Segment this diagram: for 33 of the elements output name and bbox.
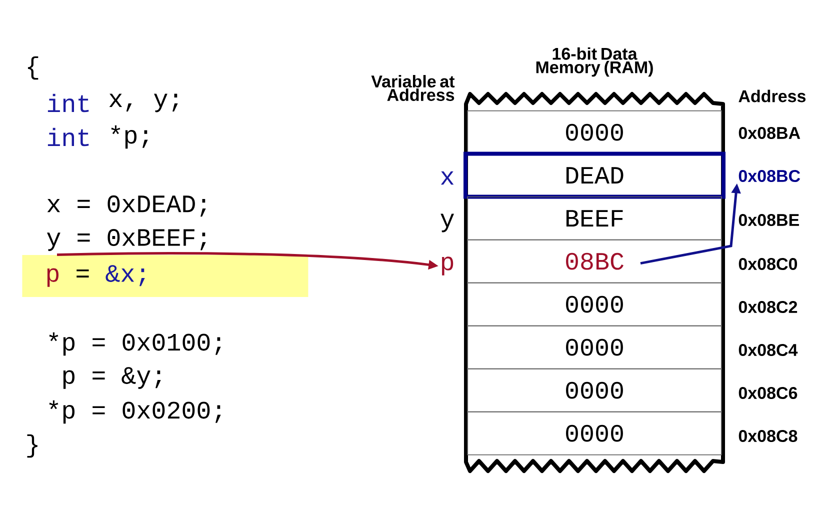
memory-cell: 0000 [467, 282, 722, 326]
code-line: { [28, 56, 38, 80]
address-label: 0x08C6 [738, 386, 798, 400]
address-label: 0x08BA [738, 126, 800, 140]
code-line: p = &y; [63, 367, 161, 389]
code-keyword: int [48, 94, 89, 112]
code-line: x = 0xDEAD; [47, 195, 206, 217]
address-label: 0x08C4 [738, 344, 798, 356]
code-line: *p; [111, 125, 148, 149]
memory-cell: 0000 [467, 110, 722, 154]
code-keyword: int [48, 128, 89, 146]
variable-name: y [440, 214, 454, 232]
memory-cell: BEEF [467, 196, 722, 240]
memory-cell: 08BC [467, 239, 722, 284]
code-line: x, y; [109, 94, 178, 112]
address-label: 0x08C2 [738, 300, 798, 314]
memory-cell: 0000 [467, 368, 722, 412]
memory-cell: 0000 [467, 325, 722, 370]
address-label: 0x08BE [738, 214, 799, 226]
address-label: 0x08BC [738, 170, 800, 182]
memory-cell: 0000 [467, 411, 722, 456]
code-line: y = 0xBEEF; [47, 229, 206, 251]
variable-name: p [442, 256, 454, 276]
memory-title: 16-bit Data Memory (RAM) [536, 47, 653, 77]
column-heading: Address [738, 90, 806, 102]
variable-name: x [440, 171, 454, 185]
code-line: *p = 0x0200; [49, 400, 221, 424]
code-line: *p = 0x0100; [49, 332, 221, 356]
code-line: } [27, 434, 38, 458]
address-label: 0x08C0 [738, 258, 798, 270]
column-heading: Variable at Address [371, 75, 455, 101]
memory-cell: DEAD [464, 152, 726, 199]
address-label: 0x08C8 [738, 430, 798, 442]
